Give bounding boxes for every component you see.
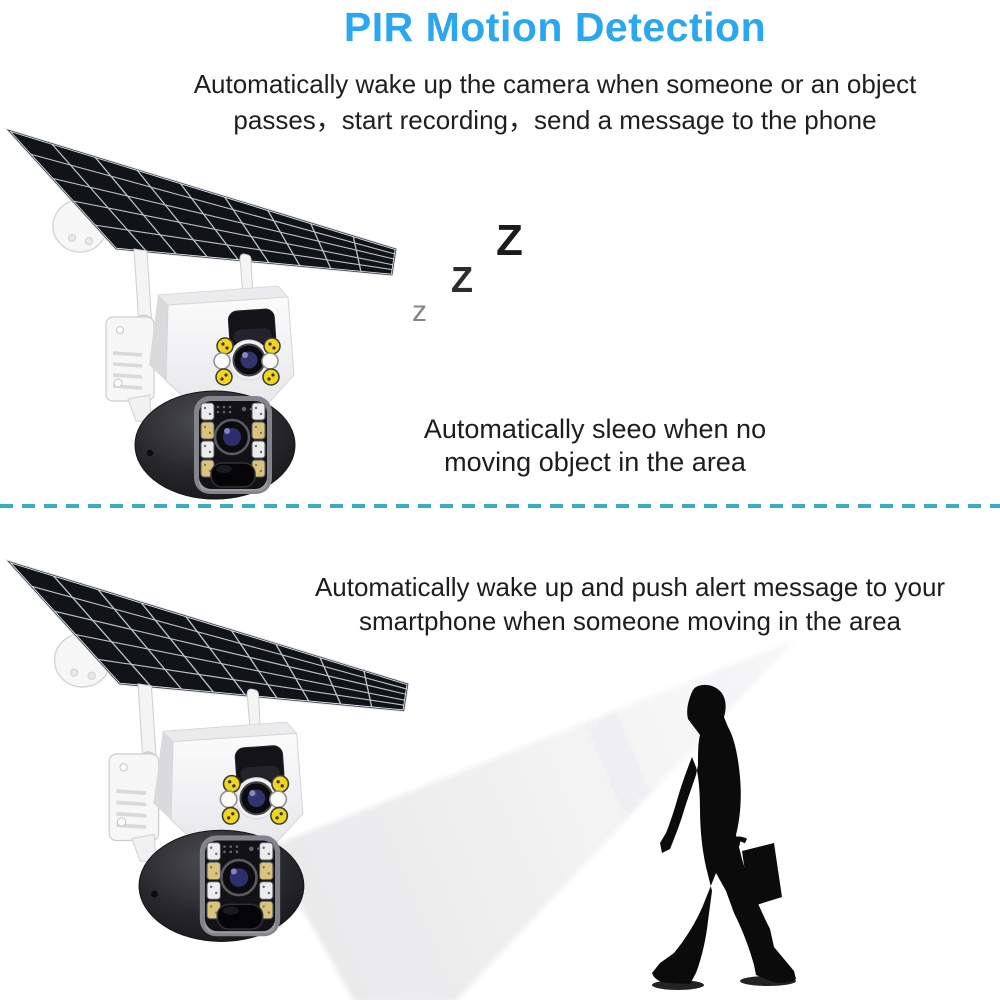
solar-camera-photo-top [0,125,400,510]
alert-caption-line-2: smartphone when someone moving in the ar… [359,606,901,636]
zzz-large: Z [496,216,523,265]
zzz-medium: Z [451,259,473,300]
sleep-caption-line-2: moving object in the area [444,447,746,477]
page-title: PIR Motion Detection [343,4,767,50]
walking-man-silhouette [652,684,796,990]
subtitle-line-1: Automatically wake up the camera when so… [193,69,917,99]
alert-caption: Automatically wake up and push alert mes… [260,570,1000,638]
person-body [652,684,796,984]
solar-camera-photo-bottom [0,556,412,953]
alert-caption-line-1: Automatically wake up and push alert mes… [314,572,946,602]
subtitle-line-2: passes，start recording，send a message to… [233,105,877,135]
zzz-small: z [412,295,427,328]
dashed-divider [0,504,1000,508]
sleep-caption-line-1: Automatically sleeo when no [423,414,767,444]
subtitle: Automatically wake up the camera when so… [110,66,1000,138]
